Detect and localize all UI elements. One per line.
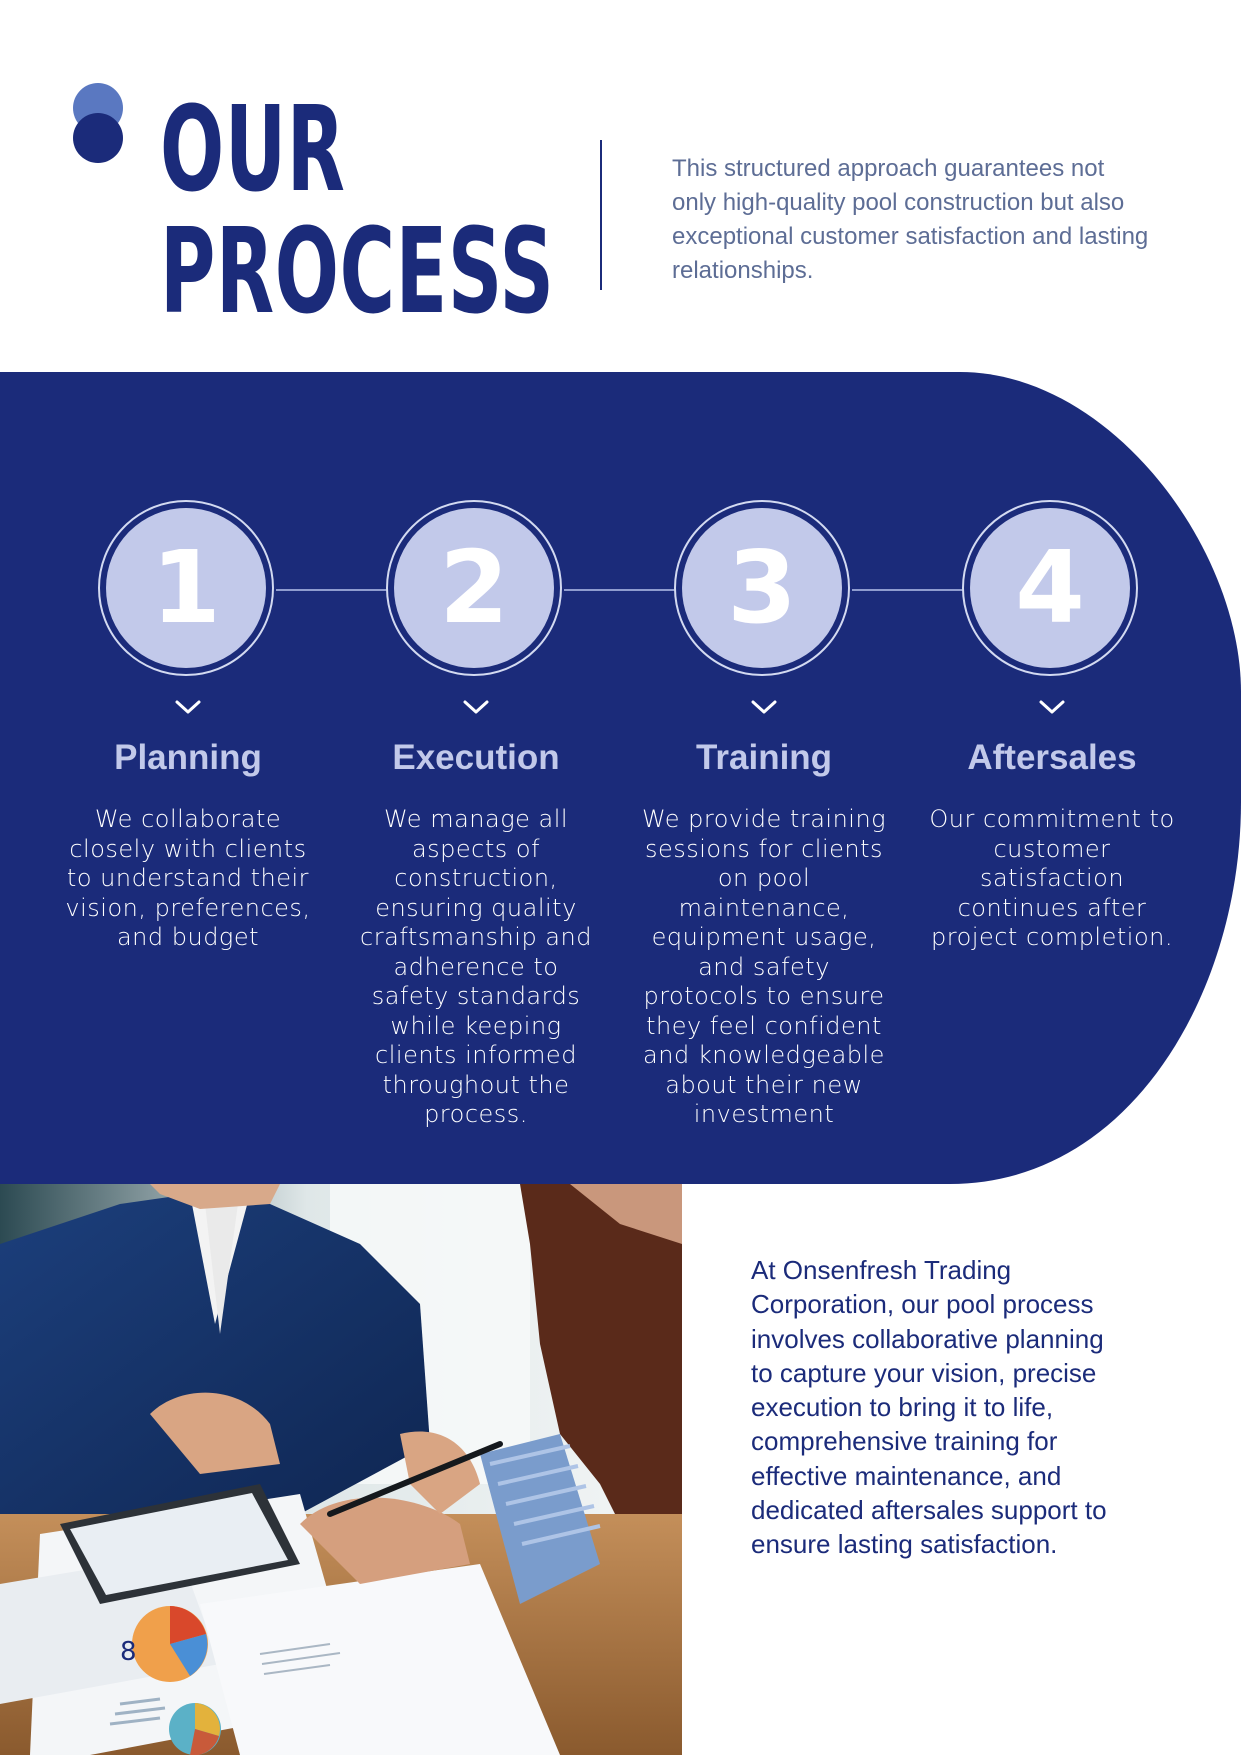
step-number: 1 (106, 508, 266, 668)
step-title: Aftersales (967, 738, 1137, 777)
title-line-2: PROCESS (160, 202, 555, 340)
connector-1-2 (276, 589, 388, 591)
title-line-1: OUR (160, 80, 346, 218)
photo-illustration: 8 (0, 1184, 682, 1755)
step-ring (386, 500, 562, 676)
connector-2-3 (564, 589, 676, 591)
step-number: 2 (394, 508, 554, 668)
step-title: Training (695, 738, 833, 777)
chevron-down-icon (751, 700, 777, 714)
summary-text: At Onsenfresh Trading Corporation, our p… (751, 1255, 1107, 1560)
decorative-dots (73, 83, 125, 165)
step-ring (98, 500, 274, 676)
step-title: Planning (114, 738, 262, 777)
step-ring (674, 500, 850, 676)
step-description: We manage all aspects of construction, e… (360, 805, 592, 1128)
chevron-down-icon (175, 700, 201, 714)
business-meeting-photo: 8 (0, 1184, 682, 1755)
connector-3-4 (852, 589, 964, 591)
chevron-down-icon (463, 700, 489, 714)
step-title: Execution (392, 738, 560, 777)
step-ring (962, 500, 1138, 676)
step-number: 3 (682, 508, 842, 668)
intro-text: This structured approach guarantees not … (672, 155, 1149, 284)
step-number: 4 (970, 508, 1130, 668)
dark-dot (73, 113, 123, 163)
page-title: OUR PROCESS (160, 88, 555, 332)
chevron-down-icon (1039, 700, 1065, 714)
step-description: Our commitment to customer satisfaction … (929, 805, 1175, 951)
step-description: We provide training sessions for clients… (641, 805, 887, 1128)
photo-chart-number: 8 (120, 1637, 137, 1667)
step-description: We collaborate closely with clients to u… (65, 805, 311, 951)
process-band (0, 372, 1241, 1184)
vertical-divider (600, 140, 602, 290)
band-shape (0, 372, 1241, 1184)
